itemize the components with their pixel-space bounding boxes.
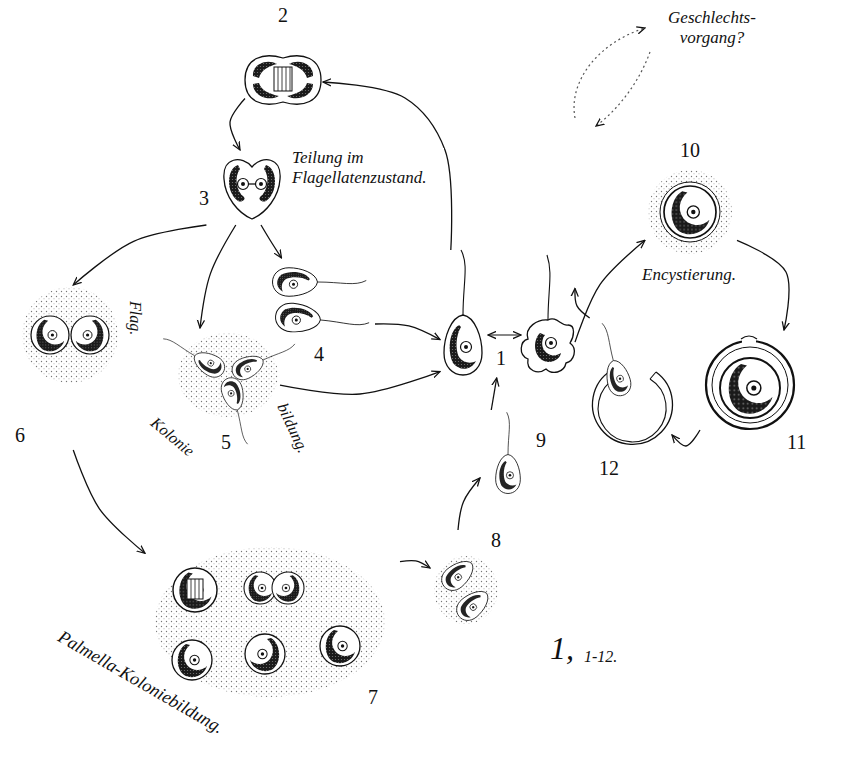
cycle-arrow (672, 430, 700, 446)
process-label: Palmella-Koloniebildung. (52, 625, 228, 739)
stage-number: 4 (313, 344, 325, 364)
stage-region: 10 (645, 140, 737, 258)
cycle-arrow (375, 324, 440, 340)
stage-number: 11 (786, 432, 807, 452)
stage-region: 4 (265, 258, 375, 368)
stage-number: 3 (198, 188, 210, 208)
process-label: Encystierung. (640, 265, 738, 285)
stage-number: 12 (598, 458, 620, 478)
stage-number: 2 (277, 5, 289, 25)
cycle-arrow (400, 561, 430, 568)
cycle-arrow (73, 225, 206, 285)
stage-region: 7 (145, 545, 400, 712)
stage-region: 5 (180, 328, 280, 455)
stage-number: 6 (14, 425, 26, 445)
stage-region: 9 (480, 410, 555, 495)
process-label: Geschlechts- vorgang? (655, 8, 769, 47)
stage-region: 6 (10, 285, 125, 450)
stage-number: 7 (367, 687, 379, 707)
stage-number: 8 (490, 530, 502, 550)
stage-number: 5 (220, 432, 232, 452)
process-label: Flag. (126, 299, 144, 337)
stage-number: 9 (535, 430, 547, 450)
stage-region: 1 (440, 250, 575, 378)
cycle-arrow (73, 450, 145, 553)
stage-number: 10 (679, 140, 701, 160)
figure-number: 1, (548, 630, 576, 667)
stage-region: 12 (588, 318, 672, 485)
stage-region: 11 (700, 330, 812, 455)
cycle-arrow (230, 99, 245, 151)
cycle-arrow (261, 225, 282, 258)
cycle-arrow (575, 288, 590, 318)
figure-range: 1-12. (582, 648, 619, 666)
stage-region: 8 (430, 530, 510, 625)
process-label: Kolonie (145, 413, 199, 462)
cycle-arrow (458, 478, 480, 530)
process-label: Teilung im Flagellatenzustand. (290, 148, 444, 187)
cycle-arrow (200, 225, 236, 328)
process-label: bildung. (272, 399, 313, 458)
stage-number: 1 (495, 348, 507, 368)
cycle-arrow (575, 240, 645, 342)
stage-region: 2 (245, 5, 323, 115)
cycle-arrow (280, 372, 440, 395)
cycle-arrow (737, 240, 789, 330)
cycle-arrow (491, 378, 496, 410)
stage-region: 3 (198, 150, 282, 225)
